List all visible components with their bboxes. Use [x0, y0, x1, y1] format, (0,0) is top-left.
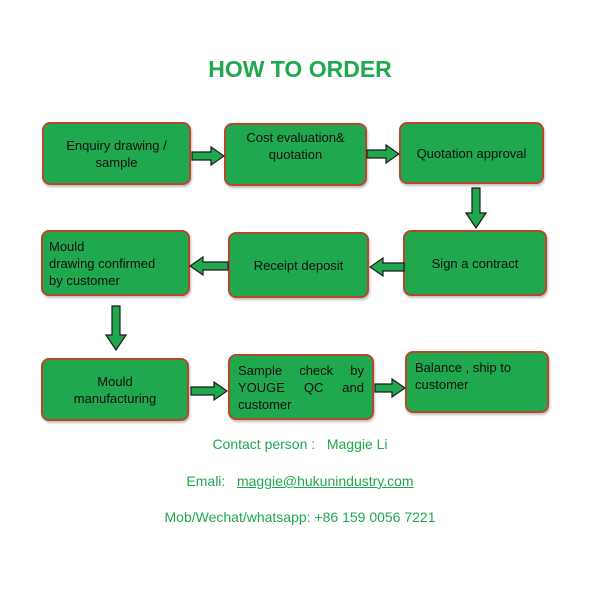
step-sample-check: Sample check by YOUGE QC and customer: [228, 354, 374, 420]
step-receipt-deposit: Receipt deposit: [228, 232, 369, 298]
step-mould-manufacturing: Mould manufacturing: [41, 358, 189, 421]
step-sign-contract: Sign a contract: [403, 230, 547, 296]
step-quotation-approval: Quotation approval: [399, 122, 544, 184]
step-label: Mould manufacturing: [73, 373, 157, 406]
step-cost-evaluation: Cost evaluation& quotation: [224, 123, 367, 186]
arrow-left-icon: [189, 256, 229, 276]
step-label: Balance , ship to customer: [415, 360, 512, 392]
arrow-down-icon: [105, 305, 127, 351]
step-balance-ship: Balance , ship to customer: [405, 351, 549, 413]
step-label: Cost evaluation& quotation: [246, 130, 345, 162]
email-label: Emali:: [186, 473, 226, 489]
contact-person-line: Contact person : Maggie Li: [0, 436, 600, 452]
email-line: Emali: maggie@hukunindustry.com: [0, 473, 600, 489]
step-label: Receipt deposit: [253, 257, 344, 273]
contact-person-name: Maggie Li: [326, 436, 388, 452]
arrow-down-icon: [465, 187, 487, 229]
arrow-right-icon: [374, 378, 406, 398]
step-enquiry-drawing: Enquiry drawing / sample: [42, 122, 191, 185]
arrow-right-icon: [190, 381, 228, 401]
email-link[interactable]: maggie@hukunindustry.com: [236, 473, 414, 489]
step-label: Mould drawing confirmed by customer: [49, 239, 156, 288]
step-label: Quotation approval: [416, 145, 527, 161]
step-label: Sign a contract: [431, 255, 519, 271]
step-mould-drawing-confirmed: Mould drawing confirmed by customer: [41, 230, 190, 296]
step-label: Enquiry drawing / sample: [66, 137, 167, 170]
contact-person-label: Contact person :: [212, 436, 316, 452]
arrow-right-icon: [366, 144, 400, 164]
step-label: Sample check by YOUGE QC and customer: [238, 363, 364, 412]
phone-line: Mob/Wechat/whatsapp: +86 159 0056 7221: [164, 509, 436, 525]
arrow-right-icon: [191, 146, 225, 166]
page-title: HOW TO ORDER: [208, 56, 392, 82]
arrow-left-icon: [369, 257, 405, 277]
